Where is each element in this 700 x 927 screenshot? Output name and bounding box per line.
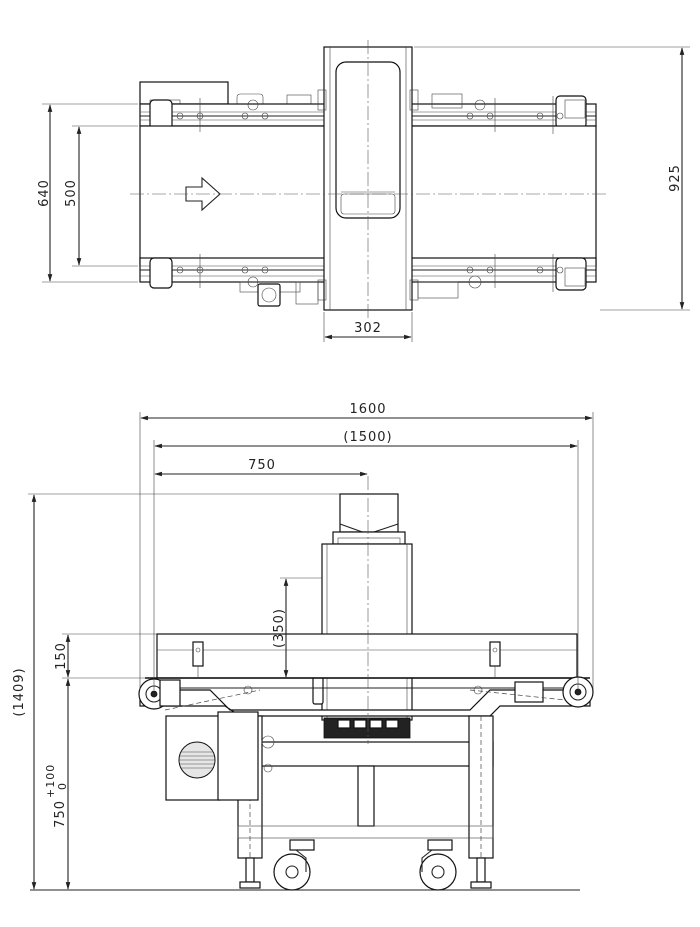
dim-pass-line-tol-minus: 0 [56, 782, 69, 790]
dim-frame-height: 150 [54, 642, 69, 670]
flow-direction-arrow-icon [185, 176, 221, 212]
top-view: 640 500 925 302 [37, 40, 690, 342]
dim-head-position: 750 [248, 458, 276, 473]
dim-width-outer: 640 [37, 179, 52, 207]
side-view: 1600 (1500) 750 (350) 150 (1409) 750 +10… [12, 402, 594, 891]
dim-aperture-height: (350) [272, 608, 287, 648]
dim-belt-length: (1500) [343, 430, 392, 445]
dim-head-width: 302 [354, 321, 382, 336]
top-rail-bolts [176, 96, 564, 292]
dim-total-depth: 925 [668, 164, 683, 192]
dim-pass-line-tol-plus: +100 [44, 764, 57, 798]
side-caster-left [273, 839, 315, 891]
side-detector-head [321, 543, 413, 721]
side-caster-right [419, 839, 457, 891]
dim-total-height: (1409) [12, 667, 27, 716]
dim-width-belt: 500 [64, 179, 79, 207]
dim-pass-line-main: 750 [53, 800, 68, 828]
dim-total-length: 1600 [349, 402, 386, 417]
dim-pass-line: 750 +100 0 [44, 764, 69, 828]
side-control-box [339, 493, 399, 533]
side-conveyor-frame [156, 633, 578, 679]
